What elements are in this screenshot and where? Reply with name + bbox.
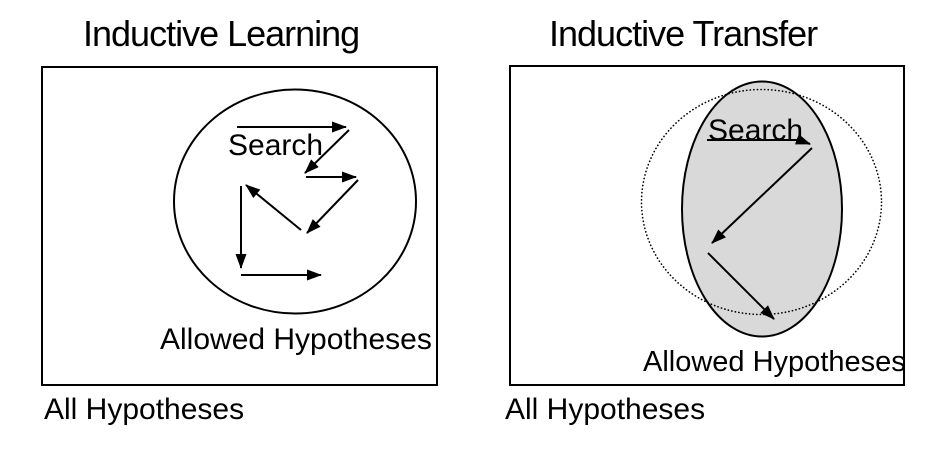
search-arrow-segment	[304, 129, 350, 174]
all-hypotheses-box	[41, 66, 438, 386]
search-arrow-segment	[707, 252, 775, 320]
search-arrow-segment	[711, 147, 813, 244]
search-arrow-segment	[245, 184, 302, 231]
all-hypotheses-label: All Hypotheses	[44, 393, 245, 426]
search-trajectory-arrows	[707, 134, 813, 320]
transferred-allowed-hypotheses-ellipse	[681, 80, 843, 338]
panel-inductive-learning	[41, 66, 438, 386]
search-arrow-segment	[707, 134, 811, 145]
all-hypotheses-label: All Hypotheses	[505, 393, 706, 426]
panel-inductive-transfer	[509, 65, 905, 386]
search-arrow-segment	[306, 179, 359, 234]
original-hypothesis-space-dotted-circle	[640, 88, 883, 316]
search-label: Search	[708, 114, 804, 147]
allowed-hypotheses-circle	[173, 88, 417, 315]
all-hypotheses-box	[509, 65, 905, 386]
search-trajectory-arrows	[235, 121, 359, 281]
allowed-hypotheses-label: Allowed Hypotheses	[160, 323, 432, 356]
panel-title-inductive-learning: Inductive Learning	[83, 13, 360, 54]
panel-title-inductive-transfer: Inductive Transfer	[549, 13, 818, 54]
search-label: Search	[228, 129, 324, 162]
allowed-hypotheses-label: Allowed Hypotheses	[643, 346, 906, 378]
